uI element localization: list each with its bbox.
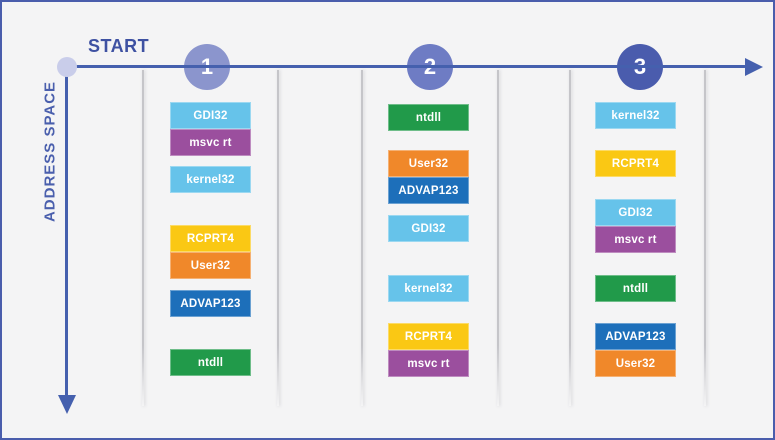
module-block-user32: User32: [388, 150, 469, 177]
column-separator-line: [569, 70, 571, 406]
timeline-arrow-icon: [745, 58, 763, 76]
module-block-advap123: ADVAP123: [388, 177, 469, 204]
column-separator-line: [497, 70, 499, 406]
module-block-user32: User32: [595, 350, 676, 377]
module-block-rcprt4: RCPRT4: [388, 323, 469, 350]
start-label: START: [88, 36, 150, 56]
module-block-kernel32: kernel32: [388, 275, 469, 302]
module-block-advap123: ADVAP123: [170, 290, 251, 317]
address-space-axis-arrow-icon: [58, 395, 76, 414]
module-block-kernel32: kernel32: [595, 102, 676, 129]
module-block-gdi32: GDI32: [388, 215, 469, 242]
module-block-msvc-rt: msvc rt: [388, 350, 469, 377]
module-block-kernel32: kernel32: [170, 166, 251, 193]
module-block-advap123: ADVAP123: [595, 323, 676, 350]
column-separator-line: [704, 70, 706, 406]
module-block-rcprt4: RCPRT4: [170, 225, 251, 252]
module-block-gdi32: GDI32: [170, 102, 251, 129]
column-separator-line: [142, 70, 144, 406]
module-block-ntdll: ntdll: [595, 275, 676, 302]
address-space-axis-line: [65, 75, 68, 397]
column-separator-line: [277, 70, 279, 406]
module-block-rcprt4: RCPRT4: [595, 150, 676, 177]
module-block-msvc-rt: msvc rt: [595, 226, 676, 253]
start-dot-icon: [57, 57, 77, 77]
module-block-user32: User32: [170, 252, 251, 279]
module-block-gdi32: GDI32: [595, 199, 676, 226]
module-block-ntdll: ntdll: [170, 349, 251, 376]
address-space-label: ADDRESS SPACE: [41, 80, 59, 223]
timeline-line: [76, 65, 746, 68]
module-block-msvc-rt: msvc rt: [170, 129, 251, 156]
column-separator-line: [361, 70, 363, 406]
module-block-ntdll: ntdll: [388, 104, 469, 131]
